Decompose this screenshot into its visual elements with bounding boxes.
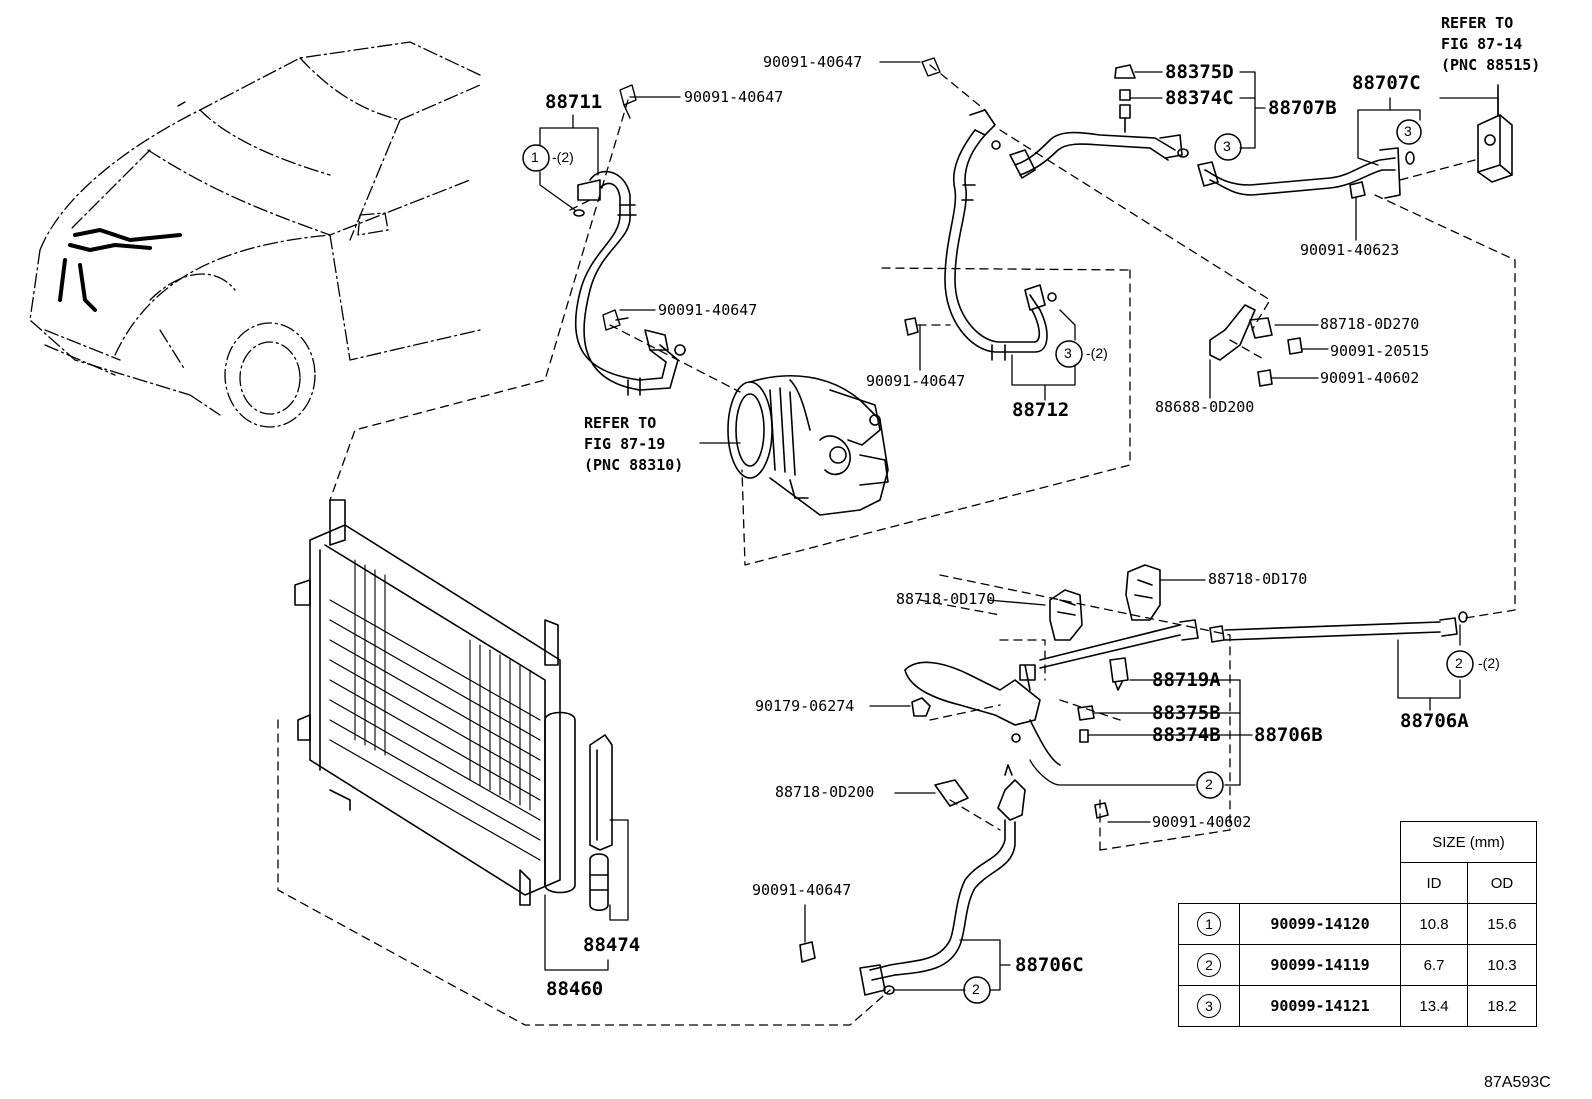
assembly-leader-lines xyxy=(277,64,1516,1026)
part-88711[interactable]: 88711 xyxy=(545,91,603,113)
vehicle-wheel-and-lights xyxy=(44,273,316,428)
size-table-row: 2 90099-14119 6.7 10.3 xyxy=(1178,944,1537,986)
part-88718-0d270[interactable]: 88718-0D270 xyxy=(1320,315,1420,333)
size-table-header-id: ID xyxy=(1400,862,1468,904)
part-88718-0d200[interactable]: 88718-0D200 xyxy=(775,783,875,801)
hose-88707b xyxy=(1009,64,1183,179)
callout-circles xyxy=(522,119,1474,1004)
callout-3-c: 3 xyxy=(1064,345,1072,361)
callout-3-b: 3 xyxy=(1404,123,1412,139)
part-88706b[interactable]: 88706B xyxy=(1254,724,1323,746)
part-88706a[interactable]: 88706A xyxy=(1400,710,1469,732)
part-88718-0d170-a[interactable]: 88718-0D170 xyxy=(896,590,996,608)
bracket-88688 xyxy=(1209,304,1303,387)
ref-fig-87-14-line2: FIG 87-14 xyxy=(1441,35,1523,53)
ref-fig-87-19-line2: FIG 87-19 xyxy=(584,435,666,453)
callout-2-qty: -(2) xyxy=(1478,655,1500,671)
leader-lines xyxy=(539,61,1499,991)
part-90091-40647-c[interactable]: 90091-40647 xyxy=(658,301,758,319)
part-90091-40647-d[interactable]: 90091-40647 xyxy=(866,372,966,390)
part-90091-40647-e[interactable]: 90091-40647 xyxy=(752,881,852,899)
part-88460[interactable]: 88460 xyxy=(546,978,604,1000)
callout-2-c: 2 xyxy=(972,981,980,997)
part-90091-40647-b[interactable]: 90091-40647 xyxy=(763,53,863,71)
size-ref-1: 1 xyxy=(1197,912,1221,936)
part-88374b[interactable]: 88374B xyxy=(1152,724,1221,746)
diagram-code: 87A593C xyxy=(1484,1074,1551,1091)
size-part-1[interactable]: 90099-14120 xyxy=(1239,903,1401,945)
part-88706c[interactable]: 88706C xyxy=(1015,954,1084,976)
size-table-row: 1 90099-14120 10.8 15.6 xyxy=(1178,903,1537,945)
part-90091-40602-b[interactable]: 90091-40602 xyxy=(1152,813,1252,831)
size-id-2: 6.7 xyxy=(1400,944,1468,986)
desiccant-88474 xyxy=(589,734,613,912)
part-88688-0d200[interactable]: 88688-0D200 xyxy=(1155,398,1255,416)
part-88474[interactable]: 88474 xyxy=(583,934,641,956)
size-ref-3: 3 xyxy=(1197,994,1221,1018)
part-90179-06274[interactable]: 90179-06274 xyxy=(755,697,855,715)
size-table-title-row: SIZE (mm) xyxy=(1179,821,1537,863)
bolt-icons-group-1 xyxy=(602,84,637,331)
callout-1: 1 xyxy=(531,149,539,165)
hose-88711 xyxy=(574,170,686,396)
size-part-2[interactable]: 90099-14119 xyxy=(1239,944,1401,986)
part-88374c[interactable]: 88374C xyxy=(1165,87,1234,109)
ref-fig-87-19-line3: (PNC 88310) xyxy=(584,456,684,474)
condenser xyxy=(294,499,576,906)
clamps xyxy=(934,564,1161,807)
size-table-title: SIZE (mm) xyxy=(1400,821,1537,863)
vehicle-ac-piping xyxy=(58,228,182,312)
compressor xyxy=(727,374,889,516)
size-table-row: 3 90099-14121 13.4 18.2 xyxy=(1178,985,1537,1027)
part-88707c[interactable]: 88707C xyxy=(1352,72,1421,94)
part-88718-0d170-b[interactable]: 88718-0D170 xyxy=(1208,570,1308,588)
size-od-1: 15.6 xyxy=(1467,903,1537,945)
callout-2-a: 2 xyxy=(1455,655,1463,671)
valve-caps xyxy=(911,657,1129,819)
ref-fig-87-19-line1: REFER TO xyxy=(584,414,657,432)
size-table: SIZE (mm) ID OD 1 90099-14120 10.8 15.6 … xyxy=(1178,821,1537,1027)
hose-88712 xyxy=(904,109,1057,361)
part-90091-40647-a[interactable]: 90091-40647 xyxy=(684,88,784,106)
callout-3-qty: -(2) xyxy=(1086,345,1108,361)
part-90091-40602-a[interactable]: 90091-40602 xyxy=(1320,369,1420,387)
part-90091-20515[interactable]: 90091-20515 xyxy=(1330,342,1430,360)
part-88375d[interactable]: 88375D xyxy=(1165,61,1234,83)
size-id-1: 10.8 xyxy=(1400,903,1468,945)
callout-3-a: 3 xyxy=(1223,138,1231,154)
ref-fig-87-14-line3: (PNC 88515) xyxy=(1441,56,1541,74)
size-table-header-od: OD xyxy=(1467,862,1537,904)
part-88707b[interactable]: 88707B xyxy=(1268,97,1337,119)
part-90091-40623[interactable]: 90091-40623 xyxy=(1300,241,1400,259)
o-ring-icon xyxy=(573,209,585,217)
callout-2-b: 2 xyxy=(1205,776,1213,792)
hose-88706 xyxy=(799,617,1458,996)
ref-fig-87-14-line1: REFER TO xyxy=(1441,14,1514,32)
part-88719a[interactable]: 88719A xyxy=(1152,669,1221,691)
size-part-3[interactable]: 90099-14121 xyxy=(1239,985,1401,1027)
size-ref-2: 2 xyxy=(1197,953,1221,977)
size-od-2: 10.3 xyxy=(1467,944,1537,986)
expansion-valve xyxy=(1477,84,1513,183)
callout-1-qty: -(2) xyxy=(552,149,574,165)
size-table-header-row: ID OD xyxy=(1179,862,1537,904)
size-od-3: 18.2 xyxy=(1467,985,1537,1027)
vehicle-outline xyxy=(29,41,481,416)
part-88712[interactable]: 88712 xyxy=(1012,399,1070,421)
hose-88707c xyxy=(1197,147,1401,199)
part-88375b[interactable]: 88375B xyxy=(1152,702,1221,724)
size-id-3: 13.4 xyxy=(1400,985,1468,1027)
